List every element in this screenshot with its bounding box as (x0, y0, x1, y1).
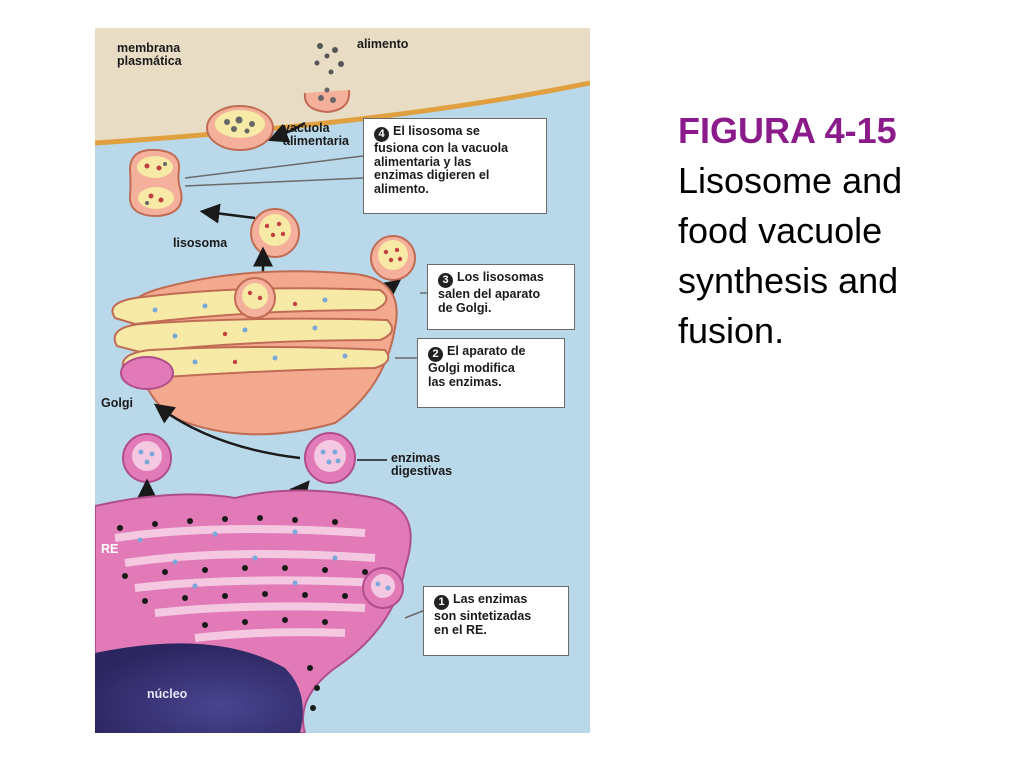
plasma-membrane (95, 80, 590, 146)
label-lisosoma: lisosoma (173, 236, 228, 250)
food-particles (314, 43, 344, 75)
label-re: RE (101, 542, 119, 556)
step-number-4: 4 (374, 127, 389, 142)
label-enzimas: enzimas digestivas (391, 451, 453, 478)
golgi-apparatus (111, 270, 398, 436)
label-golgi: Golgi (101, 396, 133, 410)
lysosome-diagram: membrana plasmática alimento vacuola ali… (95, 28, 590, 733)
endocytosis-pocket (303, 89, 351, 114)
lysosome-top (250, 208, 300, 258)
callout-2-text: El aparato de Golgi modifica las enzimas… (428, 344, 526, 389)
label-vacuola: vacuola alimentaria (283, 121, 350, 148)
label-alimento: alimento (357, 37, 409, 51)
step-number-1: 1 (434, 595, 449, 610)
step-number-3: 3 (438, 273, 453, 288)
callout-4-text: El lisosoma se fusiona con la vacuola al… (374, 124, 509, 196)
callout-3-text: Los lisosomas salen del aparato de Golgi… (438, 270, 544, 315)
vesicle-left (122, 433, 172, 483)
caption-text: Lisosome and food vacuole synthesis and … (678, 160, 903, 351)
food-vacuole (206, 105, 274, 151)
caption-title: FIGURA 4-15 (678, 110, 897, 151)
nucleus (95, 643, 303, 733)
diagram-artwork (95, 28, 590, 733)
callout-1-text: Las enzimas son sintetizadas en el RE. (434, 592, 532, 637)
fused-vacuole (128, 148, 183, 218)
step-number-2: 2 (428, 347, 443, 362)
vesicle-enzimas (304, 432, 356, 484)
figure-caption: FIGURA 4-15 Lisosome and food vacuole sy… (678, 106, 978, 356)
label-nucleo: núcleo (147, 687, 188, 701)
label-membrana: membrana plasmática (117, 41, 182, 68)
lysosome-right (370, 235, 416, 281)
